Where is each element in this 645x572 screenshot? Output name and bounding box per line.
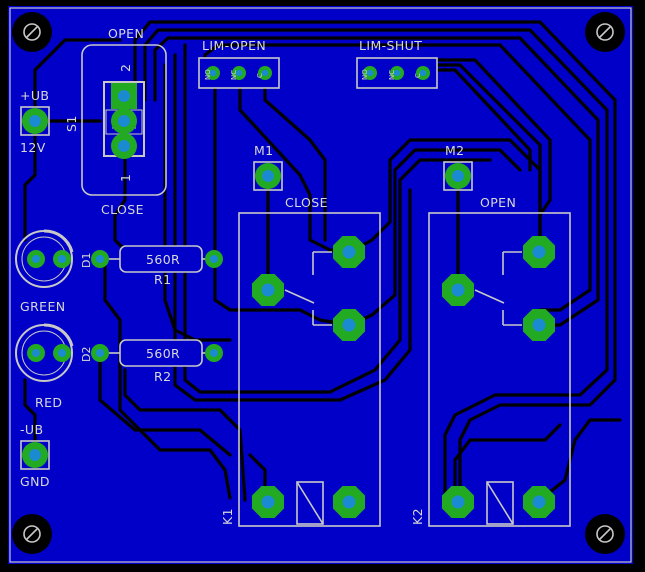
lim-shut-pin-c: C [414, 73, 422, 78]
m1-label: M1 [254, 143, 274, 158]
relay-k2 [428, 212, 571, 527]
resistor-r2 [91, 339, 223, 367]
resistor-r1-value: 560R [146, 252, 180, 267]
resistor-r2-ref: R2 [154, 369, 171, 384]
lim-open-connector [198, 57, 280, 89]
ub-minus-label: -UB [20, 422, 43, 437]
switch-pin1-label: 1 [118, 174, 133, 182]
relay-k1 [238, 212, 381, 527]
lim-open-pin-nc: NC [230, 70, 238, 80]
lim-open-pin-c: C [256, 73, 264, 78]
led-d2 [15, 323, 74, 382]
switch-s1 [81, 44, 167, 196]
mounting-hole-bottom-right [585, 514, 625, 554]
lim-shut-pin-nc: NC [388, 70, 396, 80]
lim-shut-connector [356, 57, 438, 89]
switch-pin2-label: 2 [118, 64, 133, 72]
led-d1-ref: D1 [80, 253, 93, 268]
lim-open-pin-no: NO [204, 69, 212, 80]
board-outline [9, 7, 632, 563]
m1-pad [253, 161, 283, 191]
mounting-hole-bottom-left [12, 514, 52, 554]
lim-shut-pin-no: NO [361, 69, 369, 80]
mounting-hole-top-right [585, 12, 625, 52]
switch-top-label: OPEN [108, 26, 144, 41]
led-d2-color: RED [35, 395, 62, 410]
led-d1-color: GREEN [20, 299, 66, 314]
m2-label: M2 [445, 143, 465, 158]
led-d1 [15, 229, 74, 288]
pcb-board [8, 6, 633, 564]
m2-pad [443, 161, 473, 191]
lim-shut-label: LIM-SHUT [359, 38, 422, 53]
switch-ref-label: S1 [64, 115, 79, 132]
relay-k1-title: CLOSE [285, 195, 328, 210]
gnd-label: GND [20, 474, 50, 489]
relay-k2-title: OPEN [480, 195, 516, 210]
ub-plus-label: +UB [20, 88, 49, 103]
resistor-r1-ref: R1 [154, 272, 171, 287]
ub-minus-pad [20, 440, 50, 470]
relay-k1-ref: K1 [220, 508, 235, 525]
ub-voltage-label: 12V [20, 140, 46, 155]
switch-bottom-label: CLOSE [101, 202, 144, 217]
resistor-r1 [91, 245, 223, 273]
relay-k2-ref: K2 [410, 508, 425, 525]
led-d2-ref: D2 [80, 347, 93, 362]
lim-open-label: LIM-OPEN [202, 38, 266, 53]
mounting-hole-top-left [12, 12, 52, 52]
ub-plus-pad [20, 106, 50, 136]
resistor-r2-value: 560R [146, 346, 180, 361]
